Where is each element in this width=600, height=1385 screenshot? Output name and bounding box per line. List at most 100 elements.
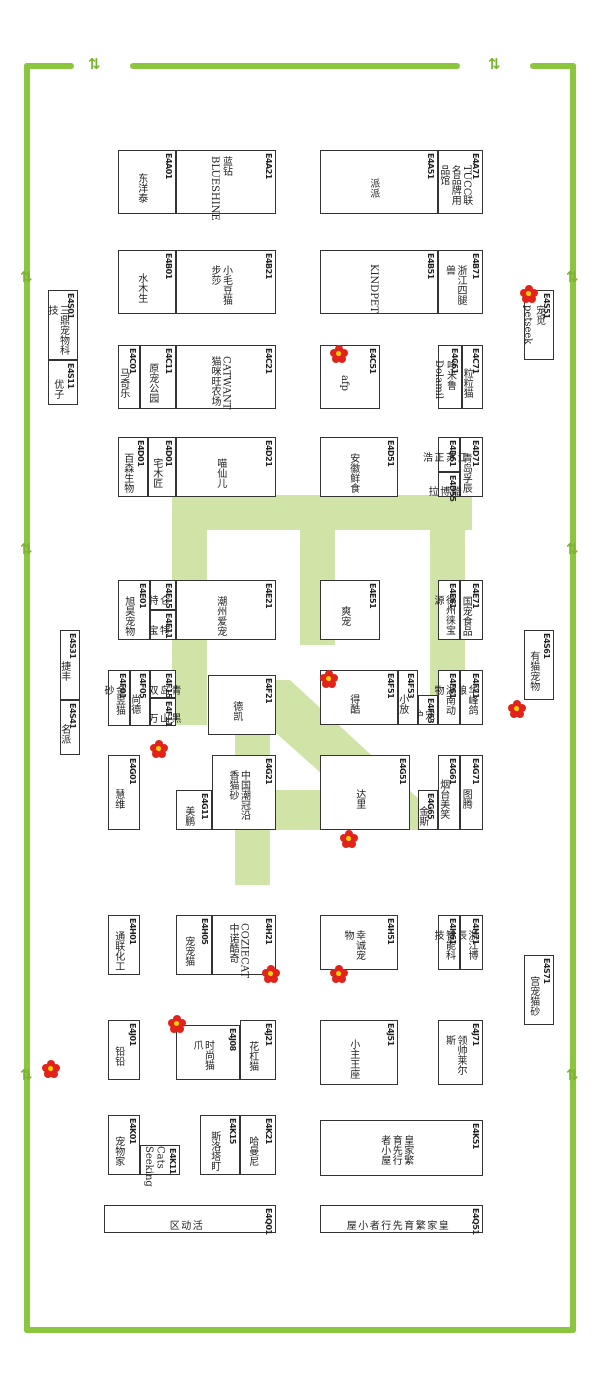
booth-code: E4D01	[164, 440, 173, 467]
booth-name-wrap: 蓝钻 BLUESHINE	[177, 156, 263, 221]
booth-code: E4J01	[128, 1023, 137, 1046]
booth-code: E4S61	[542, 633, 551, 659]
exit-icon: ⇅	[20, 540, 33, 558]
booth-code: E4H51	[386, 918, 395, 945]
booth-name-wrap: 湖南动物	[432, 685, 455, 722]
booth-e4f15[interactable]: E4F15青岛双禾	[135, 670, 180, 698]
booth-name: 宠觅 petseek	[522, 305, 545, 345]
booth-name-wrap: 铅铅	[109, 1035, 127, 1077]
booth-name-wrap: 宠护	[411, 710, 434, 722]
booth-name: 派派	[367, 178, 379, 198]
flower-icon	[262, 965, 280, 983]
booth-e4f11[interactable]: E4F11黑山万程	[135, 698, 180, 726]
booth-e4j01[interactable]: E4J01 铅铅	[108, 1020, 140, 1080]
booth-code: E4A51	[426, 153, 435, 179]
booth-name: 铅铅	[112, 1046, 124, 1066]
booth-name-wrap: 优子	[49, 375, 65, 402]
booth-e4a51[interactable]: E4A51 派派	[320, 150, 438, 214]
booth-name: 宅木匠	[150, 458, 162, 488]
booth-name-wrap: 名派	[59, 715, 70, 752]
booth-name-wrap: 有猫宠物	[525, 645, 541, 697]
booth-name-wrap: 中国潮冠沿香猫砂	[213, 770, 263, 827]
booth-name: 活动区	[167, 1220, 202, 1230]
booth-e4f63[interactable]: E4F63宠护	[411, 695, 438, 725]
booth-name: Cats Seeking	[143, 1145, 166, 1187]
booth-name-wrap: 慧维	[109, 770, 127, 827]
booth-code: E4F21	[264, 678, 273, 704]
booth-name-wrap: 旭昊宠物	[119, 595, 137, 637]
flower-icon	[42, 1060, 60, 1078]
booth-code: E4J71	[471, 1023, 480, 1046]
booth-name: 酷博拉	[426, 485, 461, 496]
perimeter-right	[570, 63, 576, 1333]
booth-code: E4H71	[471, 918, 480, 945]
booth-name: 蓝钻 BLUESHINE	[209, 155, 232, 221]
booth-code: E4E15	[164, 583, 173, 609]
